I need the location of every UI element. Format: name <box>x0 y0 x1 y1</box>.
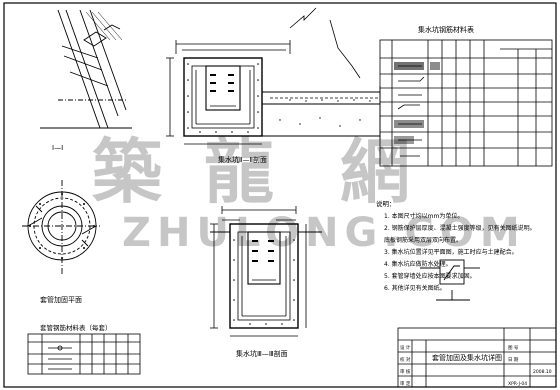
title-left-1: 设 计 <box>400 344 411 351</box>
title-right-2: 日 期 <box>508 357 519 363</box>
sleeve-material-table <box>27 333 141 375</box>
note-line-1: 1. 本图尺寸均以mm为单位。 <box>384 212 463 220</box>
note-line-5: 4. 集水坑应做防水处理。 <box>384 260 452 268</box>
plan-label: 套管加固平面 <box>40 295 82 304</box>
section-1-label: Ⅰ—Ⅰ <box>52 144 63 152</box>
title-code: XPR-J-04 <box>508 381 527 387</box>
note-line-3: 底板钢筋采用双层双向布置。 <box>384 236 462 244</box>
note-line-4: 3. 集水坑位置详见平面图，施工时应与土建配合。 <box>384 248 518 256</box>
title-left-4: 审 定 <box>400 380 411 387</box>
section-3-drawing <box>210 206 322 337</box>
section-3-label: 集水坑Ⅲ—Ⅲ剖面 <box>236 349 288 358</box>
watermark-char-1: 築 <box>92 131 163 213</box>
table-title: 集水坑钢筋材料表 <box>418 25 474 34</box>
title-left-2: 校 对 <box>400 356 411 363</box>
note-line-6: 5. 套管穿墙处应按本图要求加固。 <box>384 272 476 280</box>
watermark-url: ZHULONG.COM <box>122 210 526 256</box>
sheet-border <box>3 2 557 388</box>
table2-title: 套管钢筋材料表（每套） <box>40 323 112 332</box>
title-block <box>397 327 557 388</box>
title-right-1: 图 号 <box>508 345 519 351</box>
drawing-title: 套管加固及集水坑详图 <box>432 353 502 362</box>
table-header-blocks <box>394 62 440 144</box>
sleeve-plan <box>22 180 100 275</box>
title-date: 2008.10 <box>533 369 552 375</box>
sump-material-table <box>379 39 553 167</box>
note-line-7: 6. 其他详见有关图纸。 <box>384 284 446 292</box>
small-detail <box>420 259 480 301</box>
sleeve-detail <box>40 9 132 129</box>
watermark-char-3: 網 <box>340 131 410 213</box>
note-line-2: 2. 钢筋保护层厚度、混凝土强度等级，见有关图纸说明。 <box>384 224 536 232</box>
section-2-label: 集水坑Ⅱ—Ⅱ剖面 <box>218 155 267 164</box>
title-left-3: 审 核 <box>400 368 411 375</box>
section-3-hatch <box>233 239 295 325</box>
section-2-hatch <box>187 63 371 133</box>
notes-title: 说明： <box>376 199 396 208</box>
section-2-drawing <box>166 7 381 145</box>
sleeve-plan-dots <box>29 193 95 259</box>
watermark-char-2: 龍 <box>204 131 274 213</box>
